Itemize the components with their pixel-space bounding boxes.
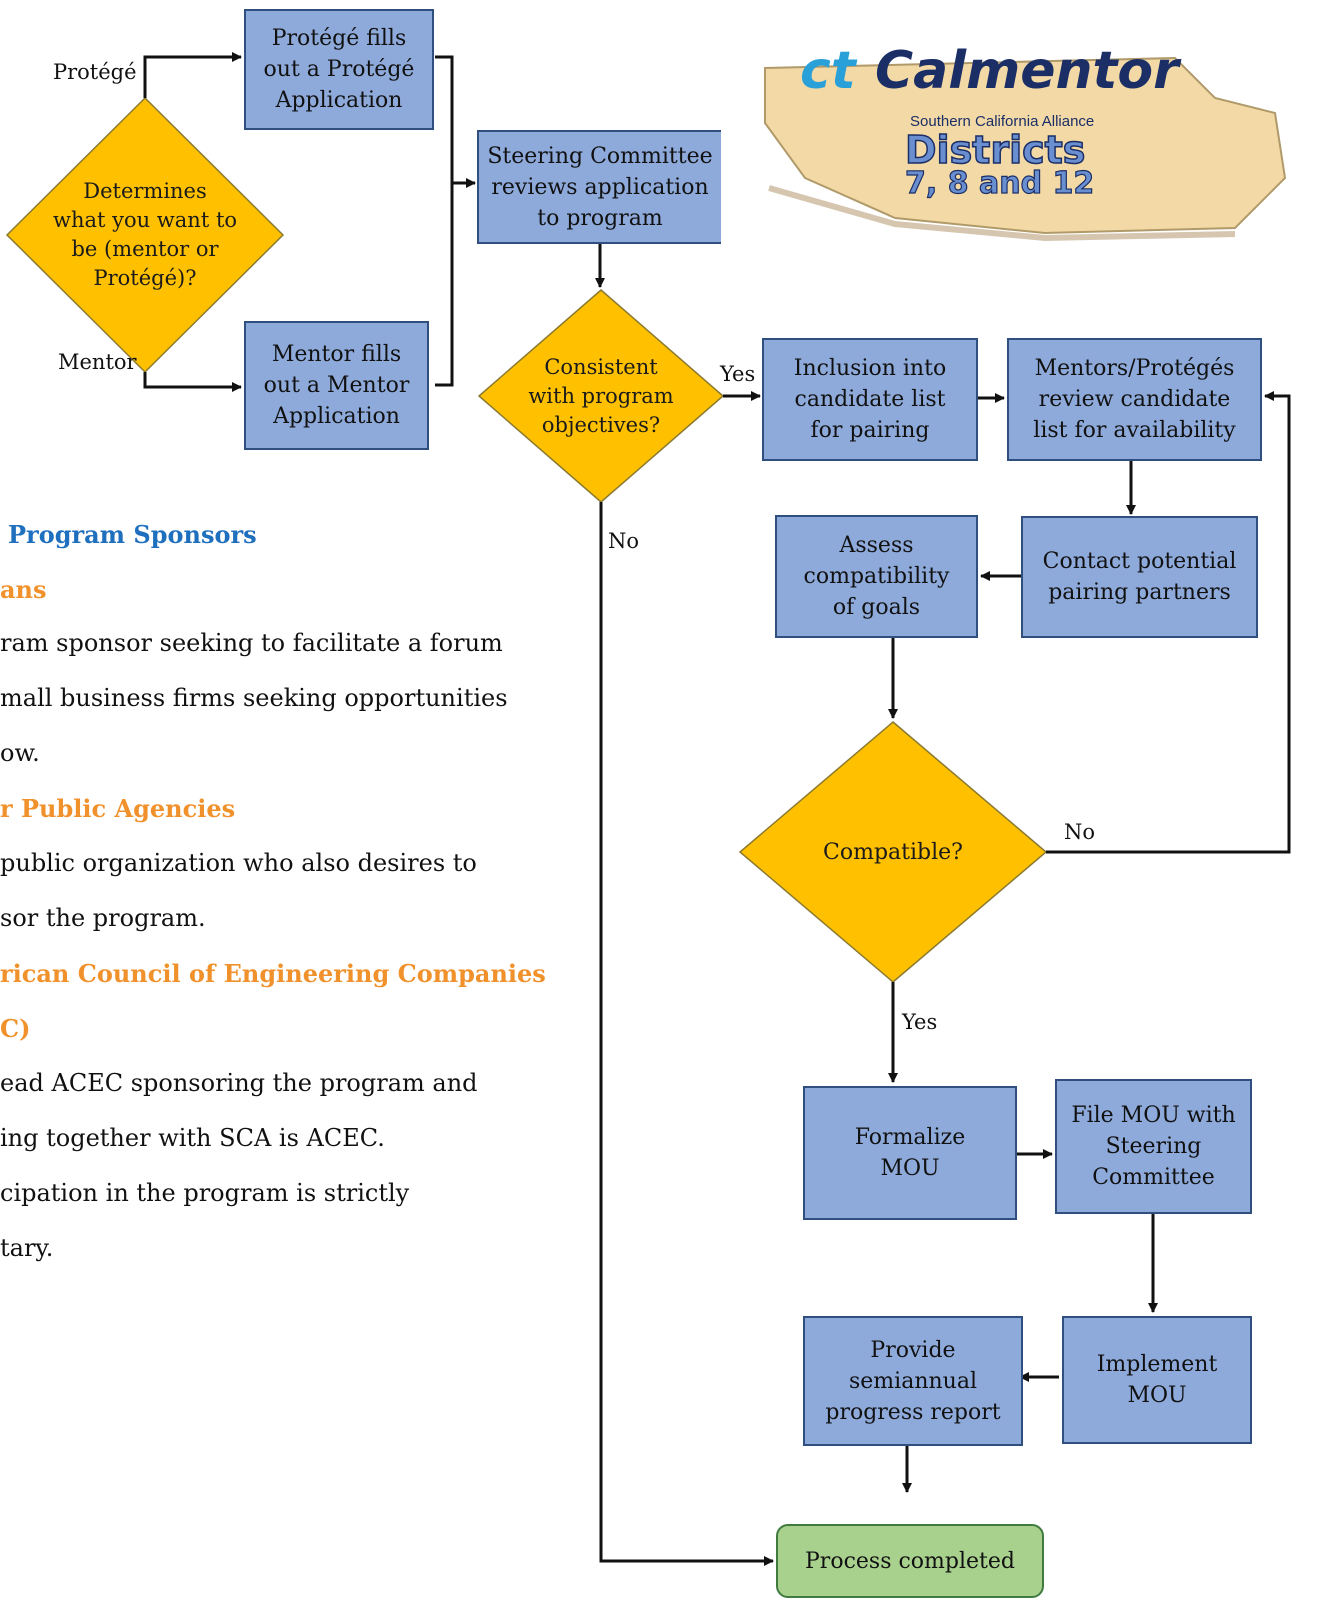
- edge-no-loop: [1046, 391, 1291, 854]
- node-mentor-application-label: Mentor fills out a Mentor Application: [263, 342, 410, 429]
- side-line-2: ram sponsor seeking to facilitate a foru…: [0, 629, 503, 657]
- node-review-list-label: Mentors/Protégés review candidate list f…: [1033, 356, 1236, 443]
- decision-determine-label: Determines what you want to be (mentor o…: [52, 179, 238, 290]
- side-line-9: C): [0, 1014, 31, 1043]
- node-process-completed-label: Process completed: [805, 1548, 1015, 1574]
- node-implement: Implement MOU: [1062, 1316, 1252, 1444]
- edge-label-no-consistent: No: [608, 529, 640, 553]
- node-contact: Contact potential pairing partners: [1021, 516, 1258, 638]
- node-protege-application: Protégé fills out a Protégé Application: [244, 9, 434, 130]
- node-assess-label: Assess compatibility of goals: [803, 533, 950, 620]
- node-protege-application-label: Protégé fills out a Protégé Application: [263, 26, 415, 113]
- node-progress-report: Provide semiannual progress report: [803, 1316, 1023, 1446]
- side-line-12: cipation in the program is strictly: [0, 1179, 410, 1207]
- edge-label-yes-consistent: Yes: [720, 362, 756, 386]
- edge-mentor: [143, 372, 242, 392]
- side-line-1: ans: [0, 575, 47, 604]
- logo-alliance: Southern California Alliance: [910, 113, 1094, 130]
- edge-no-completed: [599, 502, 774, 1566]
- sponsors-heading: Program Sponsors: [8, 520, 257, 549]
- node-steering-review: Steering Committee reviews application t…: [477, 130, 721, 244]
- edge-protege: [143, 52, 242, 98]
- side-line-8: rican Council of Engineering Companies: [0, 959, 546, 988]
- side-line-13: tary.: [0, 1234, 54, 1262]
- node-formalize-label: Formalize MOU: [854, 1125, 966, 1181]
- california-map-shape: [764, 56, 1287, 235]
- decision-consistent-label: Consistent with program objectives?: [528, 354, 674, 437]
- node-implement-label: Implement MOU: [1096, 1352, 1218, 1408]
- edge-merge: [435, 55, 454, 387]
- node-inclusion: Inclusion into candidate list for pairin…: [762, 338, 978, 461]
- calmentor-logo: ct Calmentor Southern California Allianc…: [764, 41, 1287, 242]
- node-file-mou-label: File MOU with Steering Committee: [1071, 1103, 1236, 1190]
- decision-compatible-label: Compatible?: [823, 839, 963, 865]
- node-mentor-application: Mentor fills out a Mentor Application: [244, 321, 429, 450]
- side-line-3: mall business firms seeking opportunitie…: [0, 684, 508, 712]
- node-contact-label: Contact potential pairing partners: [1042, 549, 1237, 605]
- node-progress-report-label: Provide semiannual progress report: [825, 1337, 1001, 1425]
- side-line-11: ing together with SCA is ACEC.: [0, 1124, 385, 1152]
- node-steering-review-label: Steering Committee reviews application t…: [487, 143, 713, 231]
- node-assess: Assess compatibility of goals: [775, 515, 978, 638]
- logo-ct-mark: ct: [800, 41, 858, 101]
- edge-label-no-compatible: No: [1064, 820, 1096, 844]
- logo-districts: Districts: [905, 128, 1085, 172]
- logo-district-numbers: 7, 8 and 12: [905, 166, 1094, 201]
- node-file-mou: File MOU with Steering Committee: [1055, 1079, 1252, 1214]
- side-line-6: public organization who also desires to: [0, 849, 477, 877]
- edge-label-protege: Protégé: [53, 60, 137, 84]
- logo-brand: Calmentor: [875, 41, 1182, 101]
- edge-label-yes-compatible: Yes: [902, 1010, 938, 1034]
- side-line-7: sor the program.: [0, 904, 206, 932]
- node-formalize: Formalize MOU: [803, 1086, 1017, 1220]
- node-review-list: Mentors/Protégés review candidate list f…: [1007, 338, 1262, 461]
- edge-label-mentor: Mentor: [58, 350, 137, 374]
- side-line-5: r Public Agencies: [0, 794, 236, 823]
- node-process-completed: Process completed: [776, 1524, 1044, 1598]
- side-line-4: ow.: [0, 739, 40, 767]
- node-inclusion-label: Inclusion into candidate list for pairin…: [793, 356, 947, 443]
- side-line-10: ead ACEC sponsoring the program and: [0, 1069, 478, 1097]
